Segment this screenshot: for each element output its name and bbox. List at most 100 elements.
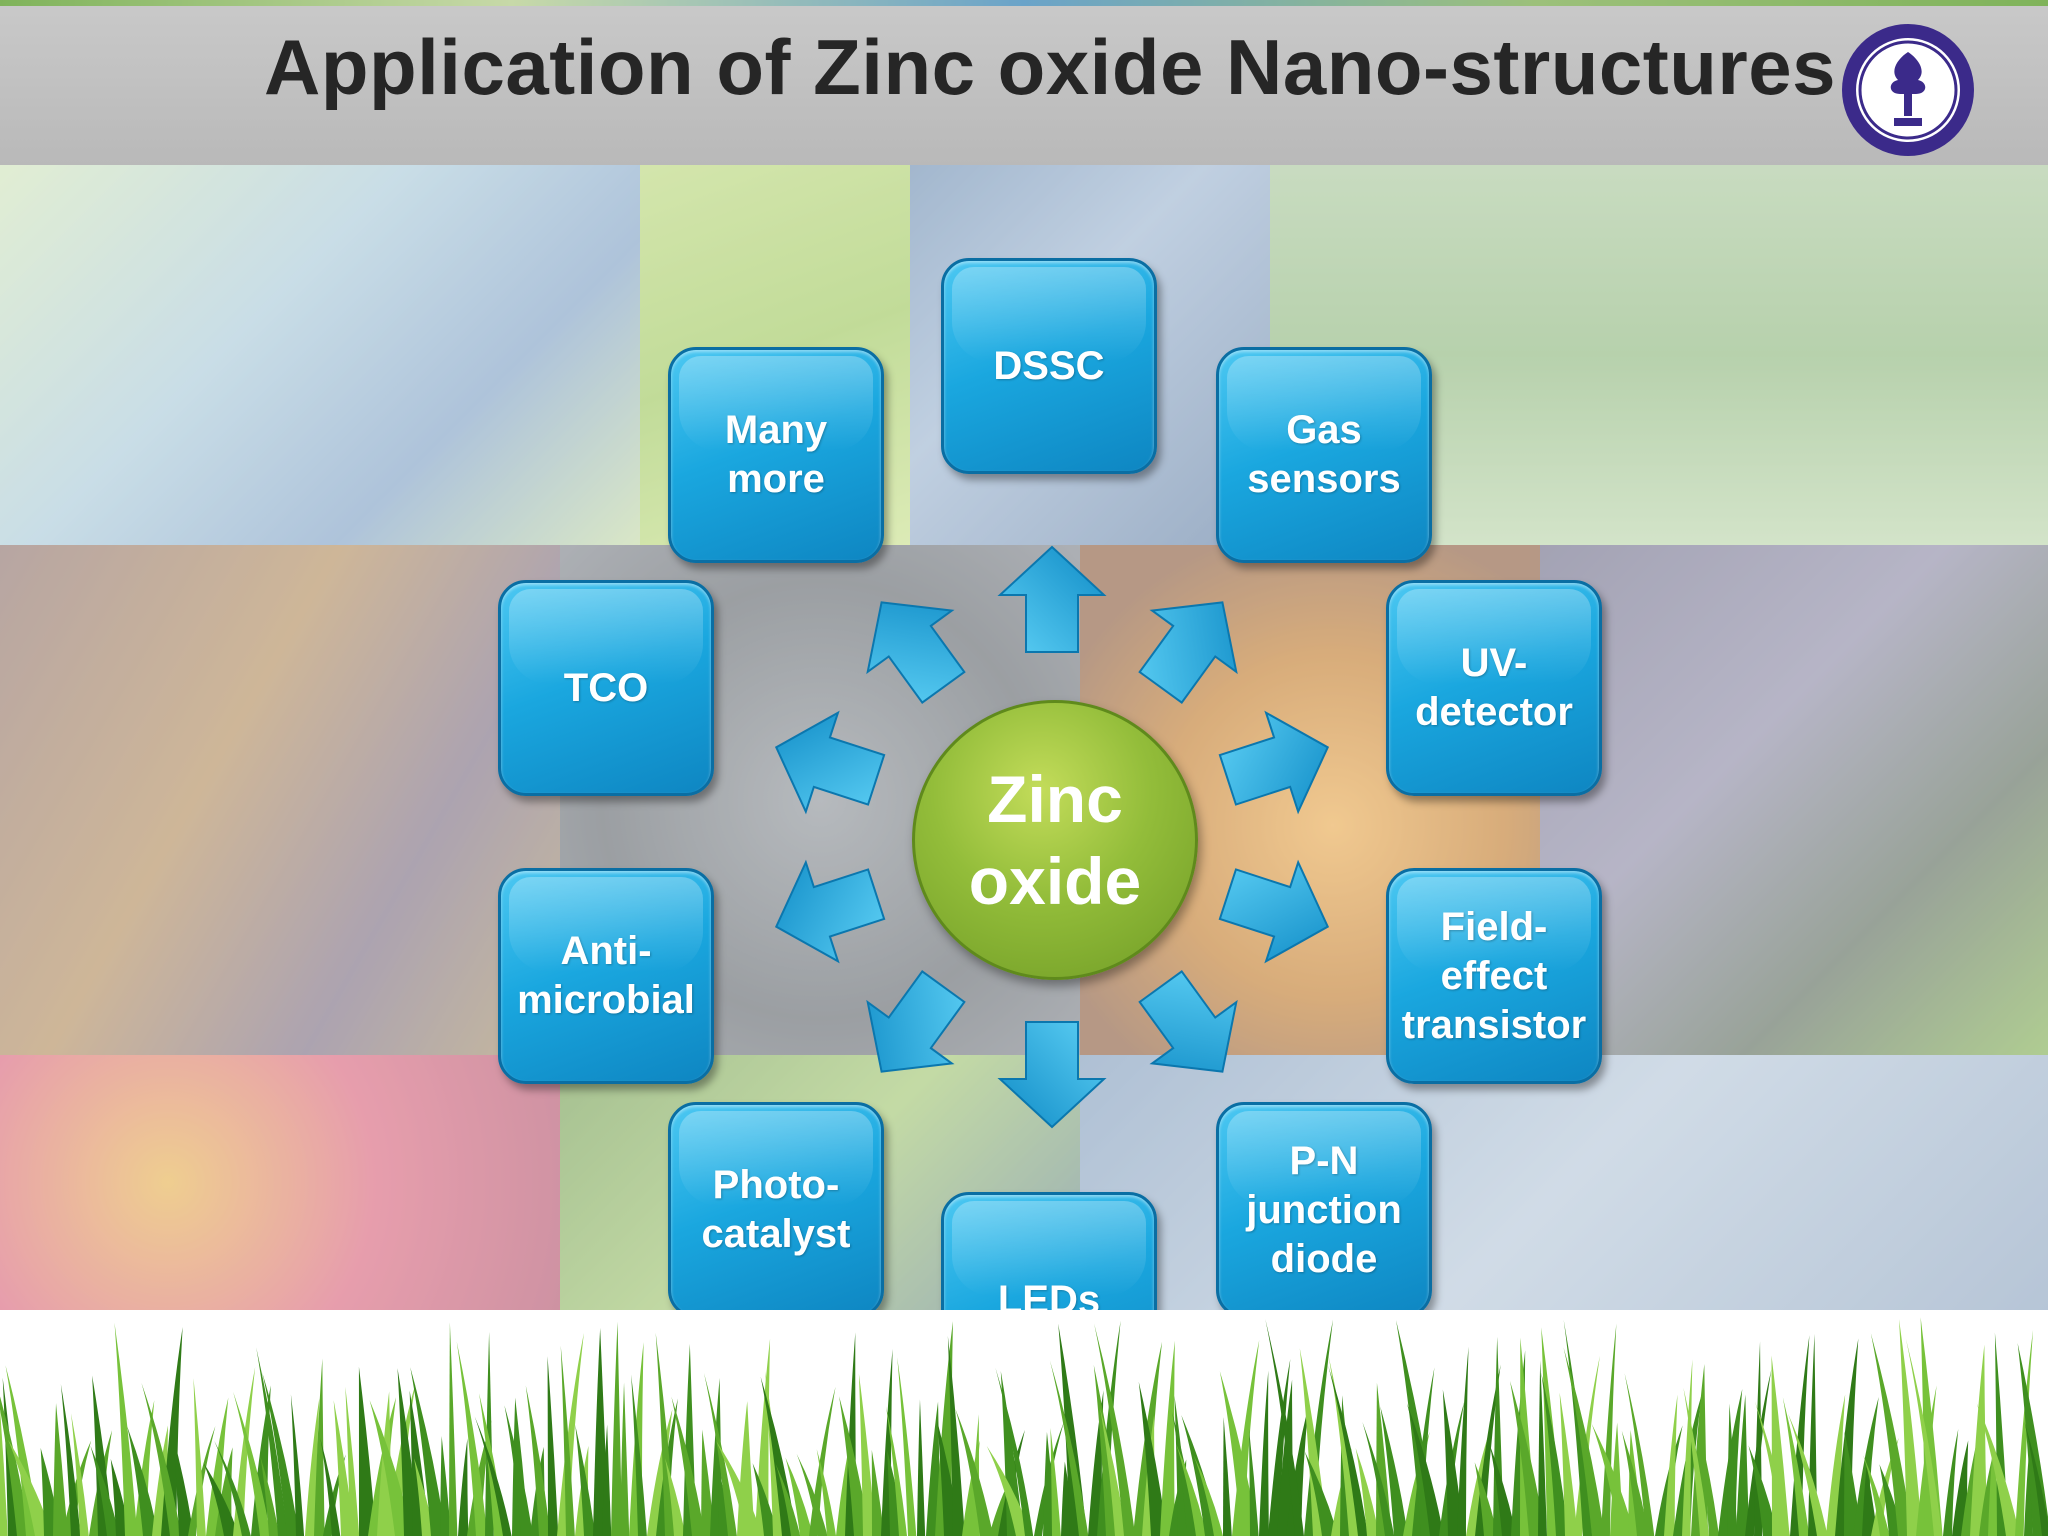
center-label: Zinc oxide [968,762,1142,918]
grass-blade [525,1385,551,1536]
grass-blade [665,1458,686,1536]
institute-logo [1842,24,1974,156]
node-label: Many more [724,408,828,501]
grass-blade [1058,1323,1087,1536]
grass-blade [2024,1442,2034,1536]
slide-title: Application of Zinc oxide Nano-structure… [264,23,1836,111]
node-label: DSSC [993,343,1105,388]
grass-blade [127,1426,159,1536]
arrow-icon [997,1021,1107,1129]
grass-blade [716,1440,763,1536]
grass-blade [917,1399,926,1536]
node-tco: TCO [498,580,714,796]
node-label: Anti- microbial [517,929,695,1022]
grass-blade [1621,1430,1649,1536]
grass-blade [1952,1440,1969,1536]
grass-blade [1736,1394,1750,1536]
grass-blade [203,1462,240,1536]
grass-blade [752,1463,779,1536]
grass-blade [703,1373,737,1536]
grass-blade [1138,1381,1168,1536]
arrow-icon [866,970,966,1073]
grass-blade [333,1400,355,1536]
node-label: TCO [563,665,649,710]
grass-blade [1976,1403,2020,1536]
node-photo-catalyst: Photo- catalyst [668,1102,884,1318]
arrow-icon [1138,601,1238,704]
node-uv-detector: UV- detector [1386,580,1602,796]
grass-blade [1782,1397,1810,1536]
grass-blade [560,1345,575,1536]
grass-blade [1097,1320,1121,1536]
grass-blade [1099,1407,1127,1536]
grass-blade [671,1396,705,1536]
grass-blade [1853,1397,1879,1536]
grass-blade [816,1449,837,1536]
grass-blade [858,1373,876,1536]
grass-blade [449,1322,458,1536]
title-bar: Application of Zinc oxide Nano-structure… [0,0,2048,165]
grass-blade [262,1372,300,1536]
grass-blade [1193,1455,1223,1536]
grass-blade [1591,1424,1635,1536]
arrow-icon [774,710,886,815]
grass-blade [456,1341,488,1536]
grass-blade [1943,1428,1959,1536]
grass-blade [1559,1392,1578,1536]
grass-blade [60,1383,81,1536]
grass-blade [1328,1356,1359,1536]
grass-blade [955,1408,994,1536]
grass-blade [1863,1455,1890,1536]
grass-blade [1727,1403,1738,1536]
grass-blade [0,1396,30,1536]
grass-blade [886,1406,908,1536]
grass-decoration [0,1310,2048,1536]
grass-blade [260,1456,280,1536]
grass-blade [1788,1413,1828,1536]
grass-blade [290,1394,305,1536]
arrow-icon [774,859,886,964]
grass-blade [71,1413,89,1536]
grass-blade [1683,1387,1710,1536]
grass-blade [1563,1347,1605,1536]
grass-blade [1219,1371,1259,1536]
node-label: P-N junction diode [1246,1138,1402,1281]
center-node-zinc-oxide: Zinc oxide [912,700,1198,980]
grass-blade [1970,1344,1988,1536]
grass-blade [1601,1323,1617,1536]
grass-blade [0,1408,8,1536]
grass-blade [62,1440,92,1536]
arrow-icon [866,601,966,704]
grass-blade [1826,1394,1846,1536]
arrow-icon [1138,970,1238,1073]
grass-blade [986,1445,1032,1536]
grass-blade [114,1322,138,1536]
grass-blade [2015,1330,2034,1536]
grass-blade [90,1445,120,1536]
grass-blade [947,1335,965,1536]
grass-blade [1259,1370,1269,1536]
grass-blade [1277,1379,1295,1536]
grass-blade [1624,1373,1655,1536]
grass-blade [1700,1432,1719,1536]
grass-blade [1870,1333,1913,1536]
grass-blade [2024,1421,2048,1536]
grass-blade [474,1416,512,1536]
grass-blade [1920,1317,1943,1536]
grass-blade [345,1386,360,1536]
arrow-icon [1218,710,1330,815]
grass-blade [8,1439,53,1536]
node-label: Gas sensors [1247,408,1401,501]
grass-blade [410,1367,446,1536]
grass-blade [1286,1406,1309,1536]
grass-blade [602,1424,612,1536]
grass-blade [504,1405,533,1536]
grass-blade [1049,1360,1089,1536]
grass-blade [1268,1359,1291,1536]
grass-blade [369,1399,413,1536]
grass-blade [1905,1338,1943,1536]
grass-blade [1755,1401,1791,1536]
grass-blade [775,1463,801,1536]
grass-blade [1691,1364,1709,1536]
